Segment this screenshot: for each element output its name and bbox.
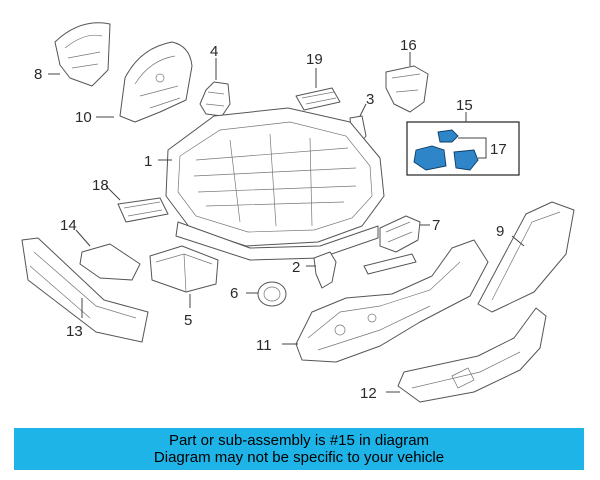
callout-10: 10 [75, 109, 92, 126]
part-14-shape [79, 243, 141, 281]
part-6-shape [257, 281, 287, 307]
callout-11: 11 [256, 337, 272, 354]
seat-parts-diagram: 8 10 4 19 3 16 15 17 [21, 22, 575, 403]
callout-17: 17 [490, 141, 507, 158]
info-banner: Part or sub-assembly is #15 in diagram D… [14, 428, 584, 470]
part-9-shape [477, 201, 575, 313]
banner-line-2: Diagram may not be specific to your vehi… [153, 449, 445, 466]
part-1-shape [165, 107, 385, 261]
callout-18: 18 [92, 177, 109, 194]
part-10-shape [119, 41, 193, 123]
part-7-shape [363, 215, 421, 275]
part-11-shape [295, 239, 489, 363]
part-16-shape [385, 65, 429, 113]
callout-19: 19 [306, 51, 323, 68]
callout-16: 16 [400, 37, 417, 54]
callout-4: 4 [210, 43, 218, 60]
callout-1: 1 [144, 153, 152, 170]
callout-3: 3 [366, 91, 374, 108]
callout-12: 12 [360, 385, 377, 402]
callout-2: 2 [292, 259, 300, 276]
callout-13: 13 [66, 323, 83, 340]
callout-5: 5 [184, 312, 192, 329]
part-12-shape [397, 307, 547, 403]
part-15-shape [413, 129, 479, 171]
part-8-shape [54, 22, 111, 87]
callout-14: 14 [60, 217, 77, 234]
part-19-shape [295, 87, 341, 111]
callout-7: 7 [432, 217, 440, 234]
callout-15: 15 [456, 97, 473, 114]
part-18-shape [117, 197, 169, 223]
part-13-shape [21, 237, 149, 343]
callout-8: 8 [34, 66, 42, 83]
callout-6: 6 [230, 285, 238, 302]
banner-line-1: Part or sub-assembly is #15 in diagram [168, 432, 430, 449]
part-5-shape [149, 245, 219, 293]
part-4-shape [199, 81, 231, 117]
part-2-shape [313, 251, 337, 289]
callout-9: 9 [496, 223, 504, 240]
